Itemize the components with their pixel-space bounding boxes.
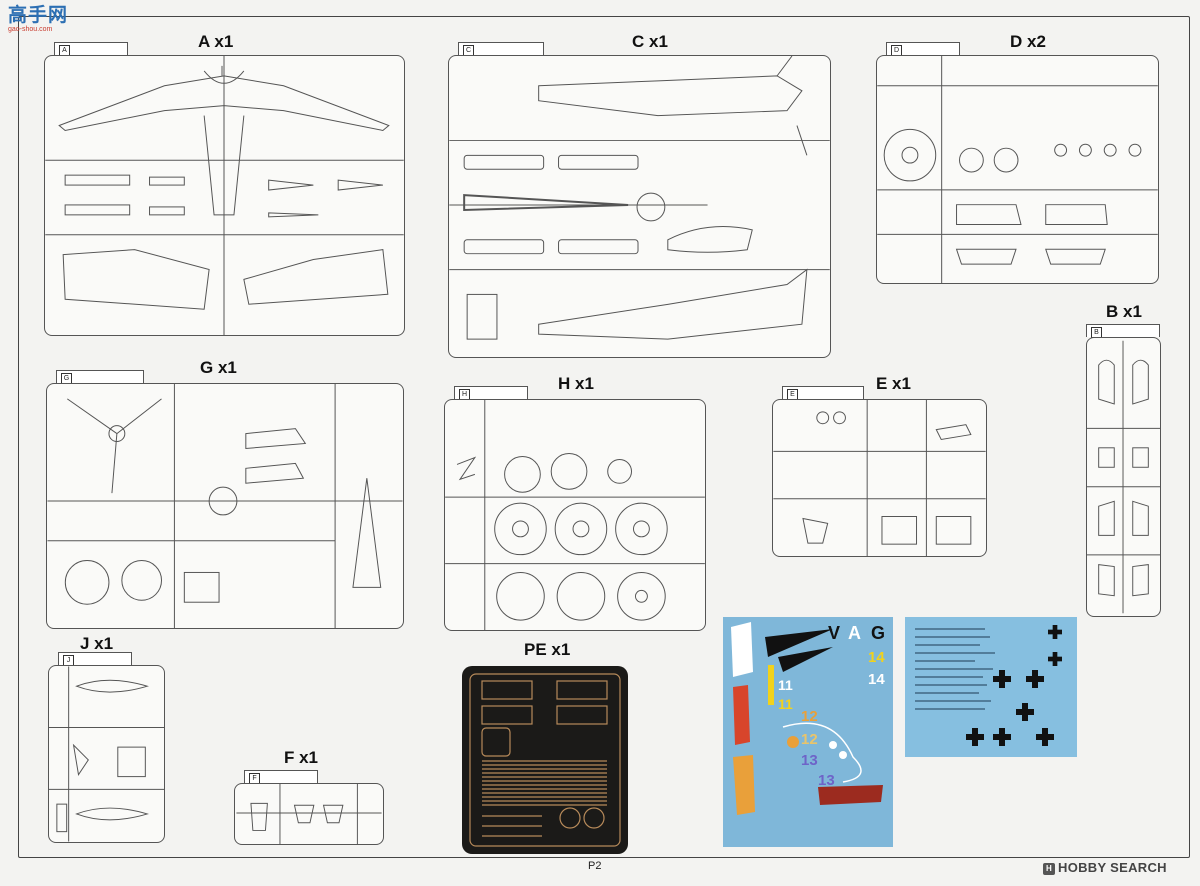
decal-sheet-markings: V A G 14 14 11 11 12 12 13 13 [723, 617, 893, 847]
site-logo[interactable]: 高手网 gao-shou.com [8, 6, 72, 38]
pe-title: PE x1 [524, 640, 571, 659]
sprue-e-title: E x1 [876, 374, 911, 393]
balkenkreuz-icon [993, 728, 1011, 746]
sprue-c-tab: C [458, 42, 544, 56]
sprue-g [46, 383, 404, 629]
sprue-j-tab: J [58, 652, 132, 666]
sprue-e [772, 399, 987, 557]
sprue-g-title: G x1 [200, 358, 237, 377]
sprue-d [876, 55, 1159, 284]
sprue-d-tab: D [886, 42, 960, 56]
site-logo-text: 高手网 [8, 5, 69, 26]
sprue-b-parts [1087, 340, 1160, 614]
decal-number-12a: 12 [801, 708, 818, 725]
sprue-e-parts [773, 400, 986, 556]
decal-number-11b: 11 [778, 696, 793, 712]
photo-etch-fret [462, 666, 628, 854]
decal-number-12b: 12 [801, 731, 818, 748]
sprue-f [234, 783, 384, 845]
photo-etch-parts [469, 673, 621, 847]
hobbysearch-logo-icon: H [1043, 863, 1055, 875]
sprue-a-parts [45, 56, 404, 335]
sprue-c-title: C x1 [632, 32, 668, 51]
sprue-h-tab: H [454, 386, 528, 400]
sprue-h [444, 399, 706, 631]
site-logo-url: gao-shou.com [8, 26, 53, 33]
decal-number-14b: 14 [868, 671, 885, 688]
sprue-a-title: A x1 [198, 32, 234, 51]
decal-number-11a: 11 [778, 677, 793, 693]
sprue-h-title: H x1 [558, 374, 594, 393]
decal-sheet-crosses [905, 617, 1077, 757]
balkenkreuz-icon [993, 670, 1011, 688]
sprue-j-parts [49, 666, 164, 842]
sprue-b [1086, 337, 1161, 617]
sprue-g-tab: G [56, 370, 144, 384]
watermark-text: HOBBY SEARCH [1058, 860, 1167, 875]
sprue-f-title: F x1 [284, 748, 319, 767]
balkenkreuz-icon [1026, 670, 1044, 688]
decal-letter-v: V [828, 623, 840, 643]
decal-sheet-markings-art: V A G 14 14 11 11 12 12 13 13 [731, 622, 885, 815]
decal-letter-g: G [871, 623, 885, 643]
page-number: P2 [588, 860, 602, 872]
sprue-d-title: D x2 [1010, 32, 1046, 51]
sprue-a [44, 55, 405, 336]
balkenkreuz-icon [966, 728, 984, 746]
decal-number-14a: 14 [868, 649, 885, 666]
sprue-f-tab: F [244, 770, 318, 784]
page-frame [18, 16, 1190, 858]
balkenkreuz-icon [1016, 703, 1034, 721]
sprue-c [448, 55, 831, 358]
sprue-b-tab: B [1086, 324, 1160, 338]
sprue-b-title: B x1 [1106, 302, 1142, 321]
sprue-f-parts [236, 784, 382, 844]
photo-etch-strips [482, 760, 607, 806]
balkenkreuz-icon [1036, 728, 1054, 746]
decal-number-13b: 13 [818, 772, 835, 789]
balkenkreuz-icon [1048, 625, 1062, 639]
sprue-a-tab: A [54, 42, 128, 56]
sprue-j [48, 665, 165, 843]
sprue-j-title: J x1 [80, 634, 114, 653]
sprue-c-parts [449, 56, 830, 340]
balkenkreuz-group [966, 625, 1062, 746]
sprue-g-parts [47, 384, 403, 628]
decal-sheet-crosses-art [915, 625, 1062, 746]
sprue-d-parts [877, 56, 1158, 283]
decal-letter-a: A [848, 623, 861, 643]
sprue-h-parts [445, 400, 705, 630]
balkenkreuz-icon [1048, 652, 1062, 666]
sprue-e-tab: E [782, 386, 864, 400]
decal-number-13a: 13 [801, 752, 818, 769]
